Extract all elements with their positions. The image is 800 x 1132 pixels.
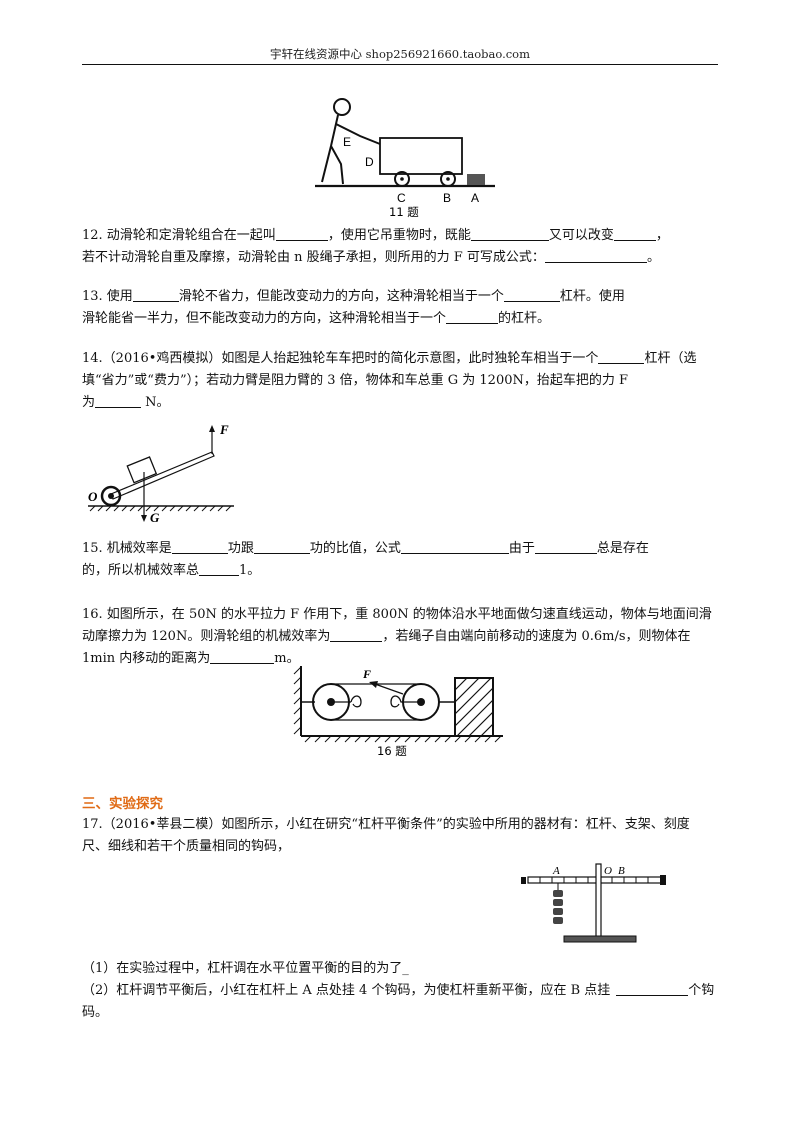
q15-text: 功跟 — [227, 541, 254, 556]
q17-part-2: 码。 — [82, 1005, 109, 1020]
header-rule — [82, 64, 718, 65]
q17-part-1: （1）在实验过程中，杠杆调在水平位置平衡的目的为了_ — [82, 961, 409, 976]
answer-blank[interactable] — [330, 627, 383, 642]
question-17: 17.（2016•莘县二模）如图所示，小红在研究“杠杆平衡条件”的实验中所用的器… — [82, 814, 722, 858]
q12-text: ， — [655, 228, 669, 243]
fig11-label-d: D — [365, 155, 374, 169]
fig16-label-f: F — [362, 667, 371, 681]
q16-text: ，若绳子自由端向前移动的速度为 0.6m/s，则物体在 — [382, 629, 691, 644]
page-header: 宇轩在线资源中心 shop256921660.taobao.com — [269, 47, 531, 61]
q12-text: 若不计动滑轮自重及摩擦，动滑轮由 n 股绳子承担，则所用的力 F 可写成公式： — [82, 250, 545, 265]
fig16-caption: 16 题 — [377, 744, 407, 758]
q13-text: 滑轮不省力，但能改变动力的方向，这种滑轮相当于一个 — [178, 289, 504, 304]
q12-text: 。 — [646, 250, 660, 265]
question-14: 14.（2016•鸡西模拟）如图是人抬起独轮车车把时的简化示意图，此时独轮车相当… — [82, 348, 722, 414]
answer-blank[interactable] — [171, 539, 228, 554]
fig11-label-c: C — [397, 191, 406, 205]
q13-text: 滑轮能省一半力，但不能改变动力的方向，这种滑轮相当于一个 — [82, 311, 447, 326]
q14-text: 14.（2016•鸡西模拟）如图是人抬起独轮车车把时的简化示意图，此时独轮车相当… — [82, 351, 599, 366]
q17-text: 17.（2016•莘县二模）如图所示，小红在研究“杠杆平衡条件”的实验中所用的器… — [82, 817, 690, 832]
q15-text: 1。 — [239, 563, 261, 578]
answer-blank[interactable] — [544, 248, 647, 263]
figure-16-pulley-system: F 16 题 — [293, 666, 503, 758]
q13-text: 杠杆。使用 — [559, 289, 625, 304]
q14-text: 杠杆（选 — [644, 351, 697, 366]
q15-text: 的，所以机械效率总 — [82, 563, 200, 578]
fig11-label-b: B — [443, 191, 451, 205]
q15-text: 由于 — [508, 541, 535, 556]
answer-blank[interactable] — [616, 981, 689, 996]
fig14-label-g: G — [150, 510, 160, 525]
q12-text: ，使用它吊重物时，既能 — [327, 228, 471, 243]
q14-text: 填“省力”或“费力”）；若动力臂是阻力臂的 3 倍，物体和车总重 G 为 120… — [82, 373, 629, 388]
q16-text: 动摩擦力为 120N。则滑轮组的机械效率为 — [82, 629, 331, 644]
fig11-label-e: E — [343, 135, 351, 149]
q15-text: 功的比值，公式 — [309, 541, 401, 556]
q15-text: 15. 机械效率是 — [82, 541, 172, 556]
figure-17-lever-balance: A O B — [521, 863, 666, 943]
q12-text: 12. 动滑轮和定滑轮组合在一起叫 — [82, 228, 276, 243]
question-12: 12. 动滑轮和定滑轮组合在一起叫 ，使用它吊重物时，既能 又可以改变 ， 若不计动滑… — [82, 225, 722, 269]
fig17-label-b: B — [618, 865, 625, 877]
answer-blank[interactable] — [446, 309, 499, 324]
question-13: 13. 使用 滑轮不省力，但能改变动力的方向，这种滑轮相当于一个 杠杆。使用 滑轮能… — [82, 286, 722, 330]
q17-part-2: （2）杠杆调节平衡后，小红在杠杆上 A 点处挂 4 个钩码，为使杠杆重新平衡，应… — [82, 983, 611, 998]
fig14-label-o: O — [88, 489, 98, 504]
q16-text: m。 — [274, 651, 300, 666]
q15-text: 总是存在 — [596, 541, 649, 556]
fig17-label-o: O — [604, 865, 612, 877]
answer-blank[interactable] — [132, 287, 179, 302]
answer-blank[interactable] — [598, 349, 645, 364]
question-16: 16. 如图所示，在 50N 的水平拉力 F 作用下，重 800N 的物体沿水平… — [82, 604, 722, 670]
q16-text: 1min 内移动的距离为 — [82, 651, 211, 666]
q17-text: 尺、细线和若干个质量相同的钩码， — [82, 839, 291, 854]
q13-text: 13. 使用 — [82, 289, 133, 304]
answer-blank[interactable] — [400, 539, 509, 554]
answer-blank[interactable] — [613, 226, 656, 241]
figure-11-cart: E D C B A 11 题 — [315, 98, 495, 219]
answer-blank[interactable] — [503, 287, 560, 302]
fig11-caption: 11 题 — [389, 205, 419, 219]
q14-text: 为 — [82, 395, 96, 410]
answer-blank[interactable] — [199, 561, 240, 576]
q17-part-2: 个钩 — [688, 983, 715, 998]
answer-blank[interactable] — [275, 226, 328, 241]
answer-blank[interactable] — [470, 226, 549, 241]
answer-blank[interactable] — [95, 393, 142, 408]
question-17-parts: （1）在实验过程中，杠杆调在水平位置平衡的目的为了_ （2）杠杆调节平衡后，小红… — [82, 958, 722, 1024]
section-heading: 三、实验探究 — [82, 796, 163, 812]
answer-blank[interactable] — [253, 539, 310, 554]
q16-text: 16. 如图所示，在 50N 的水平拉力 F 作用下，重 800N 的物体沿水平… — [82, 607, 712, 622]
q12-text: 又可以改变 — [548, 228, 614, 243]
q13-text: 的杠杆。 — [498, 311, 551, 326]
fig14-label-f: F — [219, 422, 229, 437]
answer-blank[interactable] — [210, 649, 275, 664]
q14-text: N。 — [141, 395, 170, 410]
fig11-label-a: A — [471, 191, 479, 205]
fig17-label-a: A — [552, 865, 560, 877]
question-15: 15. 机械效率是 功跟 功的比值，公式 由于 总是存在 的，所以机械效率总 1。 — [82, 538, 722, 582]
figure-14-wheelbarrow: F O G — [88, 422, 234, 525]
answer-blank[interactable] — [534, 539, 597, 554]
